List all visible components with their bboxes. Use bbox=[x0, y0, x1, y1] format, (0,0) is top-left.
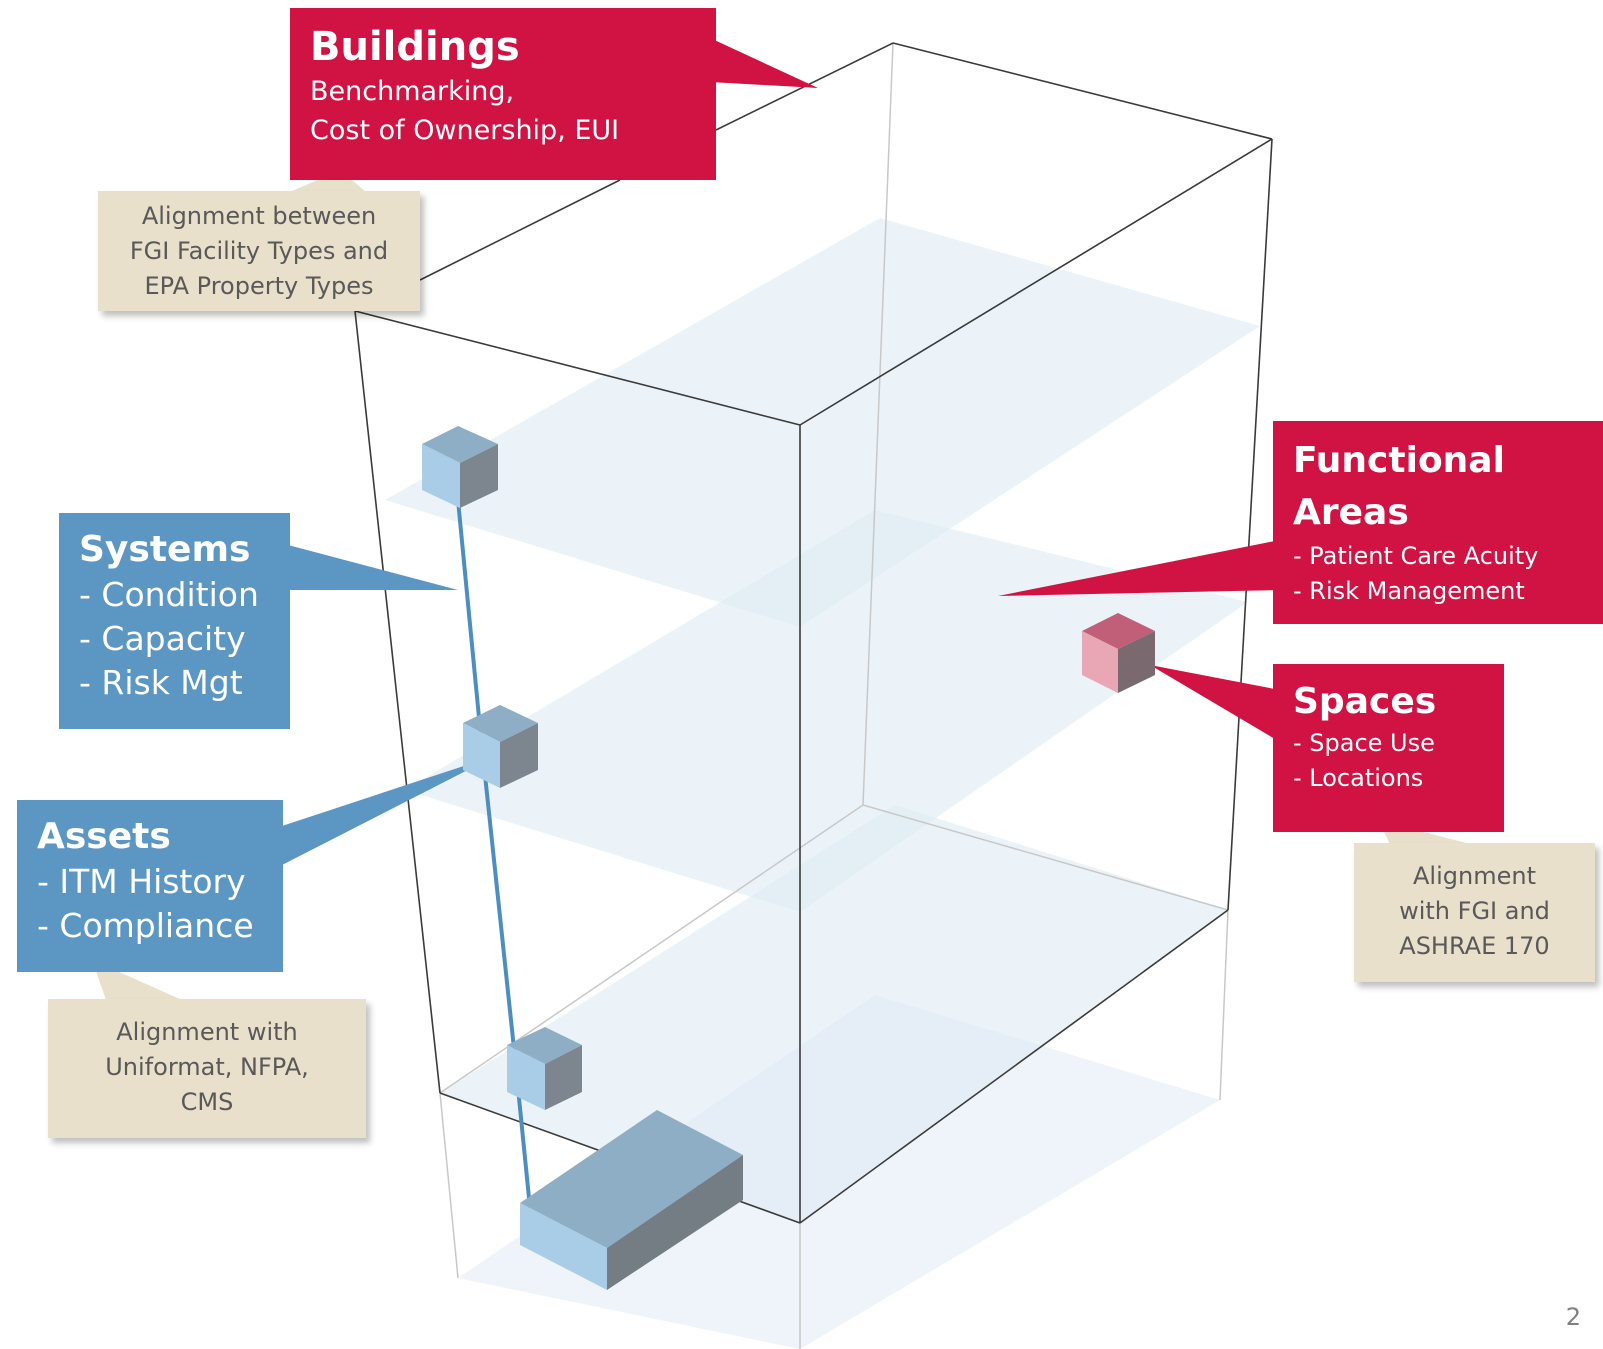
note-line: Alignment between bbox=[141, 202, 377, 230]
spaces-alignment-note: Alignment with FGI and ASHRAE 170 bbox=[1354, 843, 1595, 982]
assets-callout-pointer bbox=[282, 755, 497, 865]
equipment-box bbox=[520, 1110, 743, 1290]
assets-title: Assets bbox=[37, 816, 171, 857]
spaces-line: - Locations bbox=[1293, 764, 1424, 792]
building-front-edges bbox=[354, 42, 1273, 1224]
systems-callout: Systems - Condition - Capacity - Risk Mg… bbox=[59, 513, 290, 729]
system-cube-top bbox=[422, 426, 498, 508]
systems-callout-pointer bbox=[288, 545, 458, 590]
systems-title: Systems bbox=[79, 529, 251, 570]
system-cube-middle bbox=[463, 705, 538, 788]
floor-plane-top bbox=[385, 218, 1260, 627]
page-number: 2 bbox=[1565, 1303, 1581, 1331]
functional-areas-line: - Patient Care Acuity bbox=[1293, 542, 1539, 570]
note-line: Alignment bbox=[1413, 862, 1536, 890]
note-line: CMS bbox=[180, 1088, 234, 1116]
buildings-callout-pointer bbox=[710, 38, 818, 88]
note-line: Uniformat, NFPA, bbox=[105, 1053, 309, 1081]
buildings-title: Buildings bbox=[310, 24, 520, 70]
systems-line: - Condition bbox=[79, 575, 259, 614]
buildings-line: Benchmarking, bbox=[310, 76, 515, 107]
spaces-title: Spaces bbox=[1293, 681, 1437, 722]
space-cube bbox=[1082, 613, 1155, 693]
systems-line: - Risk Mgt bbox=[79, 663, 243, 702]
system-connection-line bbox=[456, 499, 532, 1209]
asset-cube bbox=[507, 1027, 582, 1110]
floor-plane-lower bbox=[440, 805, 1228, 1223]
assets-alignment-note: Alignment with Uniformat, NFPA, CMS bbox=[48, 999, 366, 1138]
functional-areas-line: - Risk Management bbox=[1293, 577, 1525, 605]
functional-areas-callout: Functional Areas - Patient Care Acuity -… bbox=[1273, 421, 1603, 624]
functional-areas-callout-pointer bbox=[998, 540, 1280, 596]
assets-line: - Compliance bbox=[37, 906, 254, 945]
spaces-line: - Space Use bbox=[1293, 729, 1435, 757]
note-line: with FGI and bbox=[1399, 897, 1550, 925]
buildings-alignment-note: Alignment between FGI Facility Types and… bbox=[98, 191, 420, 311]
buildings-note-pointer bbox=[290, 170, 366, 192]
spaces-callout-pointer bbox=[1150, 665, 1280, 742]
note-line: Alignment with bbox=[116, 1018, 298, 1046]
functional-areas-title-line2: Areas bbox=[1293, 492, 1409, 533]
buildings-callout: Buildings Benchmarking, Cost of Ownershi… bbox=[290, 8, 716, 180]
note-line: ASHRAE 170 bbox=[1399, 932, 1550, 960]
floor-plane-middle bbox=[405, 510, 1248, 912]
assets-callout: Assets - ITM History - Compliance bbox=[17, 800, 283, 972]
note-line: FGI Facility Types and bbox=[129, 237, 389, 265]
functional-areas-title-line1: Functional bbox=[1293, 440, 1505, 481]
buildings-line: Cost of Ownership, EUI bbox=[310, 115, 620, 146]
assets-line: - ITM History bbox=[37, 862, 246, 901]
spaces-callout: Spaces - Space Use - Locations bbox=[1273, 664, 1504, 832]
note-line: EPA Property Types bbox=[144, 272, 374, 300]
systems-line: - Capacity bbox=[79, 619, 246, 658]
